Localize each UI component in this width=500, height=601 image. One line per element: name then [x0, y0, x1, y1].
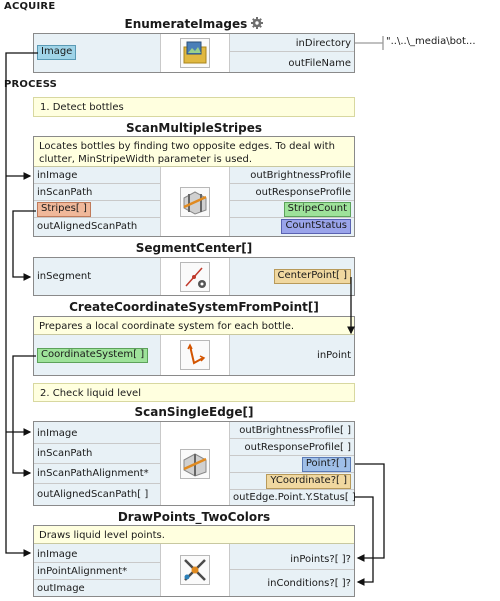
draw-points-title[interactable]: DrawPoints_TwoColors [117, 510, 271, 524]
create-coordinate-system-node[interactable]: Prepares a local coordinate system for e… [33, 316, 355, 376]
port-in-image[interactable]: inImage [34, 167, 160, 184]
scan-stripes-icon [180, 186, 210, 217]
port-out-image[interactable]: outImage [37, 583, 85, 594]
section-acquire: ACQUIRE [4, 1, 56, 12]
gear-icon[interactable] [251, 17, 264, 29]
create-coord-outputs: inPoint [230, 335, 354, 375]
in-directory-link [355, 36, 384, 50]
wire-status-to-in-conditions [355, 496, 374, 586]
port-out-edge-point-y-status[interactable]: outEdge.Point.Y.Status[ ] [233, 492, 356, 503]
segment-center-icon-cell [160, 258, 230, 295]
image-folder-icon [180, 38, 210, 68]
draw-points-icon-cell [160, 544, 230, 596]
port-count-status[interactable]: CountStatus [230, 218, 354, 235]
port-in-point[interactable]: inPoint [317, 350, 351, 361]
segment-center-node[interactable]: inSegment CenterPoint[ ] [33, 257, 355, 296]
scan-multiple-icon-cell [160, 167, 230, 236]
port-y-coordinate[interactable]: YCoordinate?[ ] [230, 473, 354, 490]
port-out-response-profile[interactable]: outResponseProfile [230, 184, 354, 201]
scan-single-outputs: outBrightnessProfile[ ] outResponseProfi… [230, 422, 356, 505]
scan-multiple-inputs: inImage inScanPath Stripes[ ] outAligned… [34, 167, 160, 236]
port-in-scan-path-alignment[interactable]: inScanPathAlignment* [34, 464, 160, 484]
port-out-response-profile[interactable]: outResponseProfile[ ] [230, 439, 354, 456]
draw-points-comment: Draws liquid level points. [34, 526, 354, 544]
enumerate-icon-cell [160, 34, 230, 72]
scan-multiple-stripes-title[interactable]: ScanMultipleStripes [126, 121, 262, 135]
scan-multiple-stripes-node[interactable]: Locates bottles by finding two opposite … [33, 136, 355, 237]
port-coordinate-system[interactable]: CoordinateSystem[ ] [34, 347, 160, 364]
enumerate-inputs: Image [34, 34, 160, 72]
port-in-points[interactable]: inPoints?[ ]? [230, 550, 354, 570]
port-in-scan-path[interactable]: inScanPath [34, 184, 160, 201]
comment-check-liquid-level: 2. Check liquid level [33, 383, 355, 402]
port-in-conditions[interactable]: inConditions?[ ]? [267, 578, 351, 589]
wire-point-to-in-points [355, 463, 385, 562]
scan-edge-icon [180, 448, 210, 479]
port-in-point-alignment[interactable]: inPointAlignment* [34, 563, 160, 580]
port-in-directory[interactable]: inDirectory [230, 35, 354, 52]
port-stripe-count[interactable]: StripeCount [230, 201, 354, 218]
port-in-segment[interactable]: inSegment [37, 271, 92, 282]
port-out-brightness-profile[interactable]: outBrightnessProfile[ ] [230, 422, 354, 439]
segment-center-inputs: inSegment [34, 258, 160, 295]
segment-center-icon [180, 261, 210, 292]
port-in-scan-path[interactable]: inScanPath [34, 444, 160, 464]
create-coord-inputs: CoordinateSystem[ ] [34, 335, 160, 375]
draw-points-outputs: inPoints?[ ]? inConditions?[ ]? [230, 544, 354, 596]
create-coordinate-system-title[interactable]: CreateCoordinateSystemFromPoint[] [69, 300, 319, 314]
scan-single-icon-cell [160, 422, 230, 505]
port-out-aligned-scan-path[interactable]: outAlignedScanPath [37, 221, 138, 232]
port-center-point[interactable]: CenterPoint[ ] [230, 268, 354, 285]
enumerate-images-title-text: EnumerateImages [124, 17, 248, 31]
port-out-file-name[interactable]: outFileName [288, 58, 351, 69]
draw-points-node[interactable]: Draws liquid level points. inImage inPoi… [33, 525, 355, 597]
draw-points-icon [180, 555, 210, 585]
section-process: PROCESS [4, 79, 58, 90]
create-coord-comment: Prepares a local coordinate system for e… [34, 317, 354, 335]
enumerate-outputs: inDirectory outFileName [230, 34, 354, 72]
scan-single-edge-title[interactable]: ScanSingleEdge[] [134, 405, 254, 419]
scan-single-edge-node[interactable]: inImage inScanPath inScanPathAlignment* … [33, 421, 356, 506]
create-coord-icon-cell [160, 335, 230, 375]
comment-detect-bottles: 1. Detect bottles [33, 97, 355, 117]
in-directory-value[interactable]: "..\..\_media\bot... [386, 36, 476, 47]
port-image[interactable]: Image [34, 44, 160, 61]
port-point[interactable]: Point?[ ] [230, 456, 354, 473]
port-in-image[interactable]: inImage [34, 546, 160, 563]
draw-points-inputs: inImage inPointAlignment* outImage [34, 544, 160, 596]
scan-multiple-comment: Locates bottles by finding two opposite … [34, 137, 354, 167]
port-out-aligned-scan-path[interactable]: outAlignedScanPath[ ] [37, 489, 149, 500]
enumerate-images-node[interactable]: Image inDirectory outFileName [33, 33, 355, 73]
scan-multiple-outputs: outBrightnessProfile outResponseProfile … [230, 167, 354, 236]
port-out-brightness-profile[interactable]: outBrightnessProfile [230, 167, 354, 184]
enumerate-images-title[interactable]: EnumerateImages [33, 17, 355, 31]
port-stripes[interactable]: Stripes[ ] [34, 201, 160, 218]
segment-center-title[interactable]: SegmentCenter[] [135, 241, 253, 255]
coordinate-system-icon [180, 340, 210, 370]
scan-single-inputs: inImage inScanPath inScanPathAlignment* … [34, 422, 160, 505]
port-in-image[interactable]: inImage [34, 424, 160, 444]
segment-center-outputs: CenterPoint[ ] [230, 258, 354, 295]
